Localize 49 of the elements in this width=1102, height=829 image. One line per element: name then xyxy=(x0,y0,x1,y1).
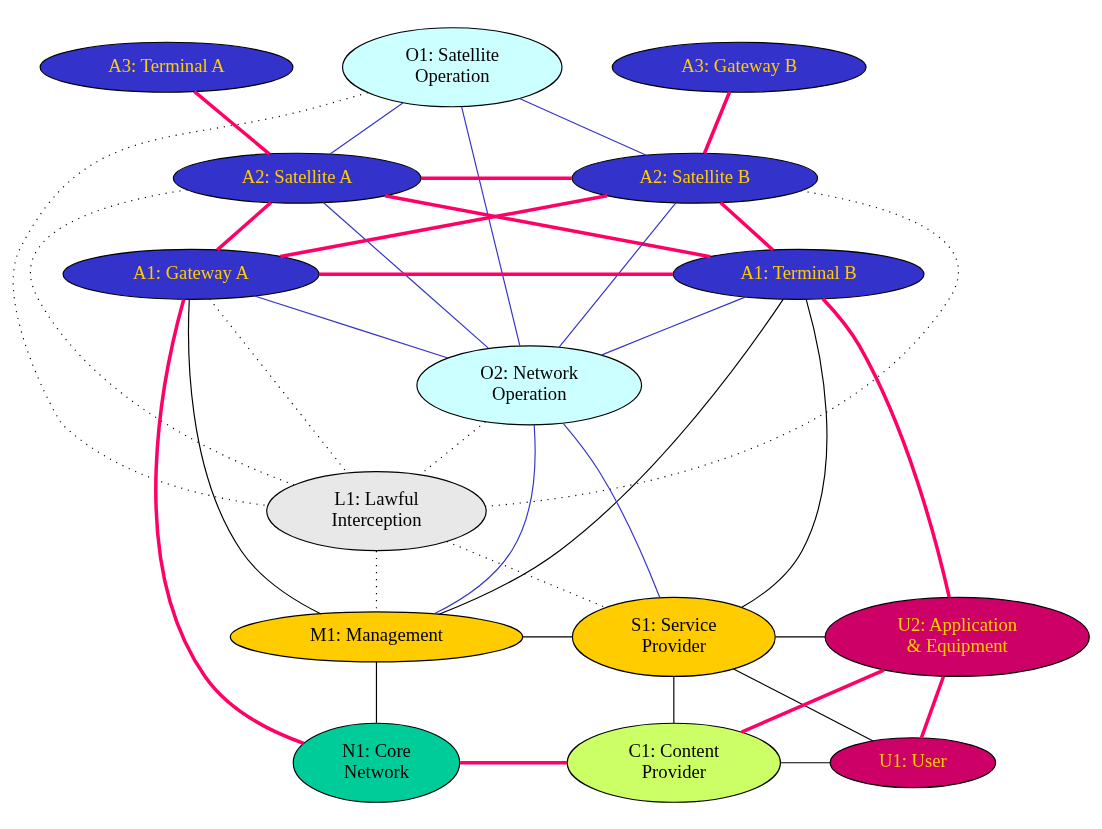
node-ellipse: O2: Network Operation xyxy=(416,344,643,425)
node-ellipse: A1: Gateway A xyxy=(62,248,320,300)
connector xyxy=(280,193,608,258)
connector xyxy=(673,675,675,724)
node-ellipse: A1: Terminal B xyxy=(672,248,925,300)
connector xyxy=(719,200,775,251)
connector xyxy=(460,760,568,764)
node-ellipse: U1: User xyxy=(829,736,997,788)
connector xyxy=(322,201,489,349)
connector xyxy=(187,298,322,615)
node-ellipse: O1: Satellite Operation xyxy=(341,26,563,107)
connector xyxy=(522,635,573,638)
node-ellipse: A2: Satellite A xyxy=(172,152,422,204)
connector xyxy=(732,667,874,742)
node-ellipse: S1: Service Provider xyxy=(571,596,776,677)
node-ellipse: M1: Management xyxy=(229,610,524,662)
node-ellipse: A3: Gateway B xyxy=(611,41,867,93)
connector xyxy=(12,91,369,506)
connector xyxy=(375,660,378,723)
connector xyxy=(601,295,747,355)
connector xyxy=(384,193,711,258)
connector xyxy=(740,667,885,734)
connector xyxy=(518,97,647,156)
connector xyxy=(821,297,951,598)
node-ellipse: L1: Lawful Interception xyxy=(266,470,487,551)
connector xyxy=(446,540,606,608)
node-ellipse: N1: Core Network xyxy=(292,722,461,803)
connector xyxy=(775,635,826,638)
connector xyxy=(375,549,378,612)
node-ellipse: U2: Application & Equipment xyxy=(824,596,1090,677)
connector xyxy=(154,298,305,745)
connector xyxy=(779,761,831,763)
node-ellipse: C1: Content Provider xyxy=(566,722,782,803)
connector xyxy=(421,175,572,180)
node-ellipse: A3: Terminal A xyxy=(39,41,294,93)
connector xyxy=(329,101,404,155)
node-ellipse: A2: Satellite B xyxy=(571,152,819,204)
connector xyxy=(318,272,674,276)
connector xyxy=(433,423,536,615)
connector xyxy=(562,422,661,598)
connector xyxy=(437,298,784,615)
connector xyxy=(702,90,732,154)
connector xyxy=(741,298,828,608)
connector xyxy=(254,294,449,359)
connector xyxy=(461,105,521,346)
connector xyxy=(193,89,271,155)
connector xyxy=(216,200,273,251)
connector xyxy=(919,675,946,739)
connector xyxy=(558,201,677,348)
